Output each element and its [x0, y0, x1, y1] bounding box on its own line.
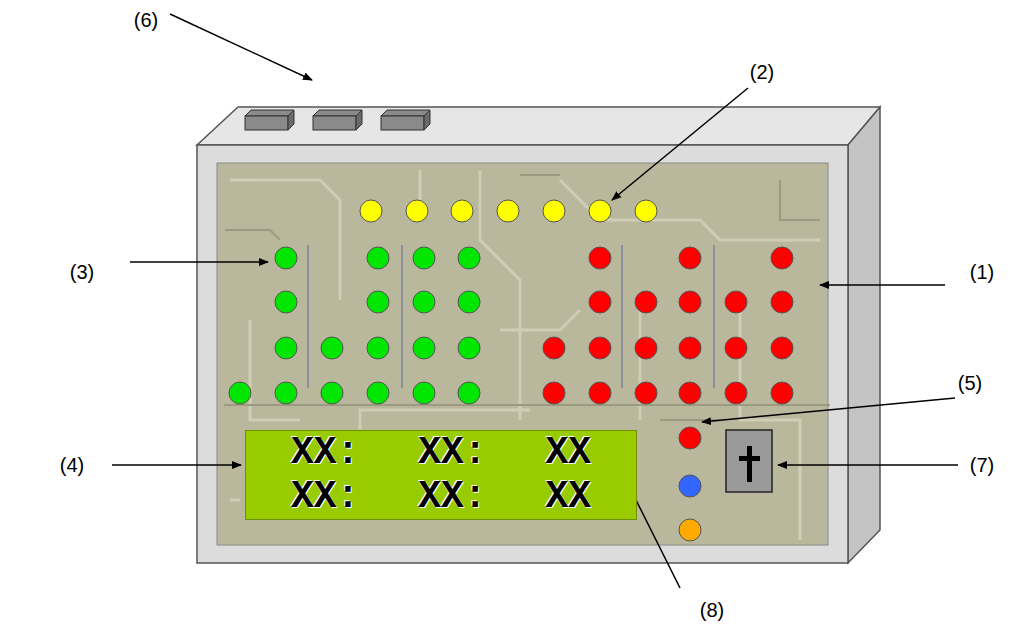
callout-number: (4)	[60, 454, 84, 477]
lcd-text: XX: XX: XX	[291, 478, 591, 516]
callout-number: (6)	[134, 9, 158, 32]
callout-number: (1)	[970, 261, 994, 284]
callout-number: (5)	[958, 372, 982, 395]
lcd-text: XX: XX: XX	[291, 434, 591, 472]
callout-number: (3)	[70, 261, 94, 284]
callout-number: (2)	[750, 61, 774, 84]
callout-number: (8)	[700, 599, 724, 622]
lcd-display: XX: XX: XX XX: XX: XX	[245, 430, 637, 520]
callout-number: (7)	[970, 454, 994, 477]
